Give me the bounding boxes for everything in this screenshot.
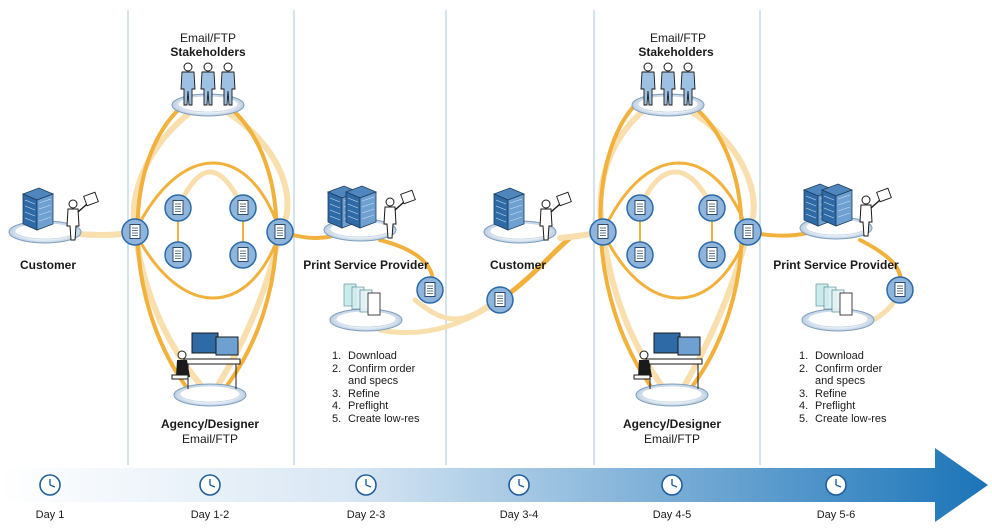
flow-curves-2 bbox=[557, 98, 903, 394]
clock-icon bbox=[199, 474, 221, 496]
day-label: Day 5-6 bbox=[816, 509, 856, 521]
clock-icon bbox=[355, 474, 377, 496]
day-label: Day 4-5 bbox=[652, 509, 692, 521]
step-item: 3. Refine bbox=[799, 388, 887, 401]
print-service-provider-1-label: Print Service Provider bbox=[303, 258, 429, 272]
document-icon bbox=[229, 194, 257, 222]
step-item: and specs bbox=[799, 375, 887, 388]
stakeholders-2-label: Stakeholders bbox=[638, 45, 714, 59]
email-ftp-bottom-2-label: Email/FTP bbox=[643, 432, 700, 446]
document-icon bbox=[734, 218, 762, 246]
step-text: Confirm order bbox=[815, 362, 883, 375]
stakeholders-icon-2 bbox=[631, 62, 705, 117]
step-item: 2. Confirm order bbox=[799, 363, 887, 376]
step-text: Preflight bbox=[348, 400, 389, 412]
clock-icon bbox=[39, 474, 61, 496]
document-icon bbox=[589, 218, 617, 246]
step-number: 1. bbox=[799, 350, 809, 362]
step-text: Confirm order bbox=[348, 362, 416, 375]
step-number: 3. bbox=[332, 387, 342, 400]
print-service-provider-1-figure bbox=[323, 185, 417, 242]
print-service-provider-2-label: Print Service Provider bbox=[773, 258, 899, 272]
document-icon bbox=[626, 194, 654, 222]
clock-icon bbox=[661, 474, 683, 496]
document-icon bbox=[164, 241, 192, 269]
customer-2-figure bbox=[483, 187, 573, 244]
step-text: Create low-res bbox=[348, 412, 420, 425]
email-ftp-bottom-1-label: Email/FTP bbox=[181, 432, 238, 446]
document-icon bbox=[698, 194, 726, 222]
day-label: Day 1 bbox=[35, 509, 65, 521]
stakeholders-1-label: Stakeholders bbox=[170, 45, 246, 59]
step-item: 5. Create low-res bbox=[799, 413, 887, 426]
email-ftp-top-1-label: Email/FTP bbox=[179, 31, 236, 45]
document-icon bbox=[626, 241, 654, 269]
agency-designer-2-label: Agency/Designer bbox=[622, 417, 722, 431]
step-number: 2. bbox=[799, 362, 809, 375]
step-number: 5. bbox=[332, 412, 342, 425]
document-icon bbox=[229, 241, 257, 269]
document-icon bbox=[121, 218, 149, 246]
email-ftp-top-2-label: Email/FTP bbox=[649, 31, 706, 45]
stakeholders-icon-1 bbox=[171, 62, 245, 117]
agency-designer-1-label: Agency/Designer bbox=[160, 417, 260, 431]
step-number: 4. bbox=[332, 400, 342, 412]
day-label: Day 1-2 bbox=[190, 509, 230, 521]
step-text: Download bbox=[815, 350, 864, 362]
designer-workstation-icon-2 bbox=[633, 332, 709, 407]
flow-curves-1 bbox=[57, 98, 573, 394]
step-text: Preflight bbox=[815, 400, 856, 412]
document-icon bbox=[698, 241, 726, 269]
step-item: and specs bbox=[332, 375, 420, 388]
document-icon bbox=[266, 218, 294, 246]
step-number: 3. bbox=[799, 387, 809, 400]
day-label: Day 2-3 bbox=[346, 509, 386, 521]
step-item: 1. Download bbox=[799, 350, 887, 363]
clock-icon bbox=[508, 474, 530, 496]
step-number: 4. bbox=[799, 400, 809, 412]
timeline-arrow bbox=[0, 448, 988, 522]
step-text: Refine bbox=[348, 387, 380, 400]
clock-icon bbox=[825, 474, 847, 496]
step-item: 4. Preflight bbox=[332, 400, 420, 413]
step-number: 2. bbox=[332, 362, 342, 375]
step-item: 2. Confirm order bbox=[332, 363, 420, 376]
step-text: Refine bbox=[815, 387, 847, 400]
step-item: 3. Refine bbox=[332, 388, 420, 401]
step-number: 1. bbox=[332, 350, 342, 362]
document-icon bbox=[486, 286, 514, 314]
step-text: and specs bbox=[815, 375, 866, 387]
designer-workstation-icon-1 bbox=[171, 332, 247, 407]
step-item: 4. Preflight bbox=[799, 400, 887, 413]
step-item: 1. Download bbox=[332, 350, 420, 363]
step-text: Create low-res bbox=[815, 412, 887, 425]
timeline-clocks bbox=[39, 474, 847, 496]
document-icon bbox=[164, 194, 192, 222]
customer-2-label: Customer bbox=[489, 258, 546, 272]
step-item: 5. Create low-res bbox=[332, 413, 420, 426]
step-text: and specs bbox=[348, 375, 399, 387]
customer-1-label: Customer bbox=[19, 258, 76, 272]
step-number: 5. bbox=[799, 412, 809, 425]
step-text: Download bbox=[348, 350, 397, 362]
day-label: Day 3-4 bbox=[499, 509, 539, 521]
document-icon bbox=[886, 276, 914, 304]
proof-sheets-icon-1 bbox=[329, 283, 403, 332]
document-icon bbox=[416, 276, 444, 304]
proof-sheets-icon-2 bbox=[801, 283, 875, 332]
print-service-provider-2-figure bbox=[799, 183, 893, 240]
